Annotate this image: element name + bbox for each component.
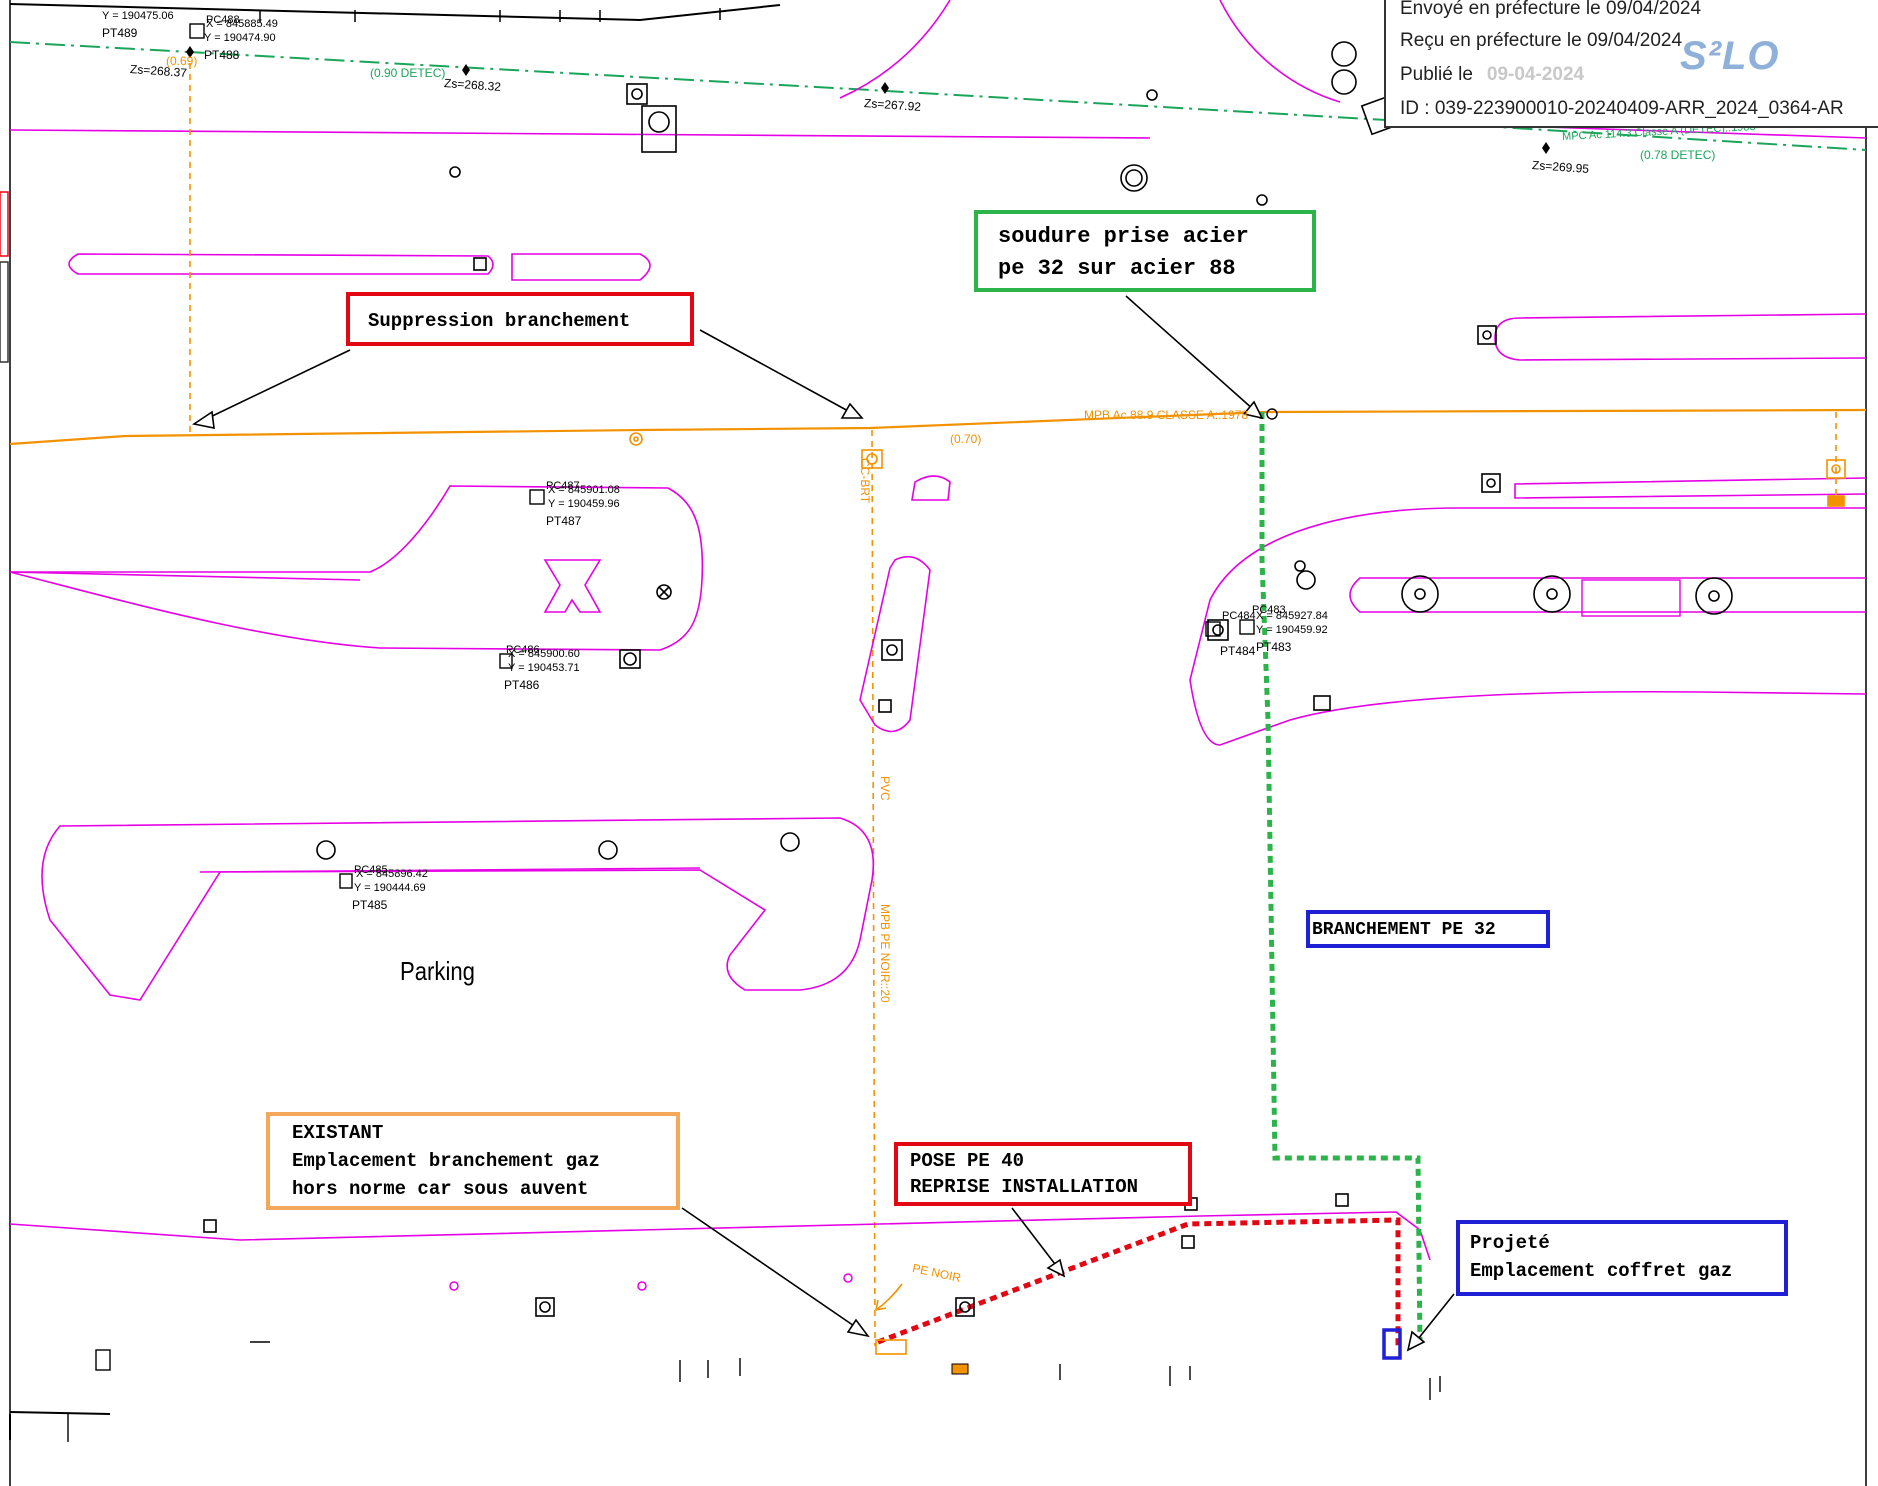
kerb-top-curve-left (839, 0, 951, 99)
building-left-edge (9, 1411, 111, 1415)
small-island-cc (911, 475, 951, 501)
callout-soudure-line2: pe 32 sur acier 88 (998, 256, 1236, 281)
zs-markers (186, 46, 1550, 154)
kerb-lower (9, 1211, 1431, 1261)
callout-existant-line2: Emplacement branchement gaz (292, 1150, 600, 1172)
gas-valve-marker (951, 1363, 969, 1375)
callout-suppression-text: Suppression branchement (368, 310, 631, 332)
manholes (203, 41, 1733, 1317)
pe-noir-arrow (875, 1283, 903, 1311)
magenta-dots (449, 1273, 853, 1291)
callout-projete-line2: Emplacement coffret gaz (1470, 1260, 1733, 1282)
callout-existant: EXISTANT Emplacement branchement gaz hor… (266, 1112, 680, 1210)
top-building-edge (9, 3, 781, 22)
callout-existant-line1: EXISTANT (292, 1122, 384, 1144)
existing-connection-hatch (875, 1339, 907, 1355)
prefecture-stamp: Envoyé en préfecture le 09/04/2024 Reçu … (1384, 0, 1878, 128)
parking-row-line (199, 867, 701, 873)
callout-pose-line2: REPRISE INSTALLATION (910, 1176, 1139, 1198)
kerb-right-parkline (1349, 577, 1866, 613)
island-top-left (68, 253, 651, 281)
mpc-network-line (9, 41, 1867, 151)
callout-suppression: Suppression branchement (346, 292, 694, 346)
stamp-published-label: Publié le (1400, 64, 1473, 85)
gas-main-mpb (9, 408, 1867, 446)
gas-nodes (629, 432, 1846, 507)
building-ticks (67, 1341, 1441, 1442)
stamp-id: ID : 039-223900010-20240409-ARR_2024_036… (1400, 98, 1844, 119)
stamp-published-date: 09-04-2024 (1486, 64, 1585, 85)
stamp-received: Reçu en préfecture le 09/04/2024 (1400, 30, 1683, 51)
callout-soudure-line1: soudure prise acier (998, 224, 1249, 249)
callout-pose-line1: POSE PE 40 (910, 1150, 1025, 1172)
callout-existant-line3: hors norme car sous auvent (292, 1178, 589, 1200)
long-island-center (859, 555, 931, 733)
kerb-right-curve (1189, 507, 1867, 746)
island-right-2 (1514, 477, 1867, 499)
projected-gas-cabinet (1382, 1328, 1402, 1360)
callout-branchement-pe32: BRANCHEMENT PE 32 (1306, 910, 1550, 948)
callout-projete: Projeté Emplacement coffret gaz (1456, 1220, 1788, 1296)
top-ticks (259, 8, 721, 22)
callout-projete-line1: Projeté (1470, 1232, 1550, 1254)
new-branch-pe32 (1259, 412, 1423, 1349)
callout-pose-pe40: POSE PE 40 REPRISE INSTALLATION (894, 1142, 1192, 1206)
parking-bay-right (1581, 579, 1681, 617)
island-top-right (1494, 313, 1867, 361)
kerb-left-upper (9, 571, 361, 581)
gas-branch-existing (871, 429, 876, 1347)
stamp-published: Publié le 09-04-2024 (1400, 64, 1584, 86)
parking-island (41, 817, 875, 1001)
bowtie-symbol (543, 559, 602, 613)
callout-soudure: soudure prise acier pe 32 sur acier 88 (974, 210, 1316, 292)
margin-mark-red (0, 191, 9, 257)
kerb-top-curve-right (1219, 0, 1341, 103)
s2lo-logo: S²LO (1680, 34, 1780, 78)
island-central-left (9, 485, 704, 651)
stamp-sent: Envoyé en préfecture le 09/04/2024 (1400, 0, 1702, 19)
margin-mark (0, 261, 9, 363)
leader-lines (191, 295, 1455, 1352)
door-marker-left (95, 1349, 111, 1371)
survey-points (189, 23, 1255, 889)
callout-branchement-pe32-text: BRANCHEMENT PE 32 (1312, 920, 1496, 940)
new-pipe-pe40 (877, 1217, 1401, 1348)
tee-node (1266, 408, 1278, 420)
